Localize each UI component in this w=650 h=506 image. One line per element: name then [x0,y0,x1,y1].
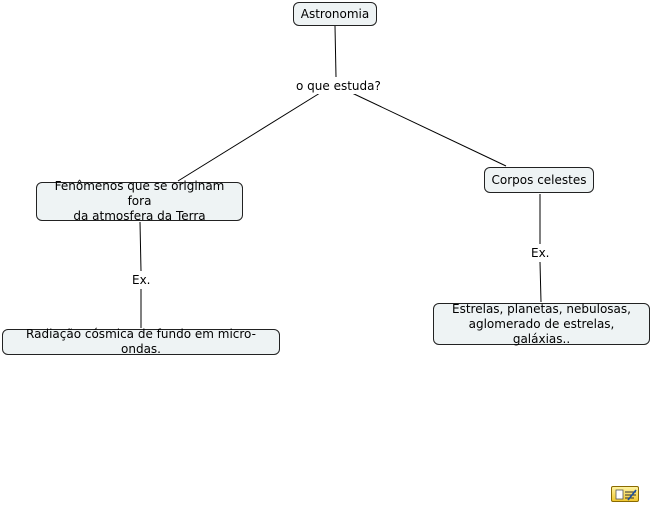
link-label-ex-right: Ex. [529,246,552,261]
edge-fenomenos-to-ex [139,221,142,272]
concept-astronomia[interactable]: Astronomia [293,2,377,26]
concept-label: Corpos celestes [491,172,587,187]
concept-radiacao-cosmica[interactable]: Radiação cósmica de fundo em micro-ondas… [2,327,280,356]
link-label-ex-left: Ex. [130,273,153,288]
edge-ex-to-estrelas [539,261,542,303]
concept-label: Estrelas, planetas, nebulosas, aglomerad… [452,301,631,346]
notes-icon[interactable] [611,486,639,502]
edge-astronomia-to-oque [334,25,337,78]
concept-label: Astronomia [300,6,370,21]
concept-estrelas-planetas[interactable]: Estrelas, planetas, nebulosas, aglomerad… [433,301,650,346]
edge-oque-to-fenomenos [177,92,321,182]
concept-label: Fenômenos que se originam fora da atmosf… [54,179,225,223]
concept-fenomenos[interactable]: Fenômenos que se originam fora da atmosf… [36,179,243,223]
link-label-o-que-estuda: o que estuda? [294,79,383,94]
concept-corpos-celestes[interactable]: Corpos celestes [484,167,594,193]
concept-label: Radiação cósmica de fundo em micro-ondas… [26,327,256,356]
edge-oque-to-corpos [351,92,507,167]
